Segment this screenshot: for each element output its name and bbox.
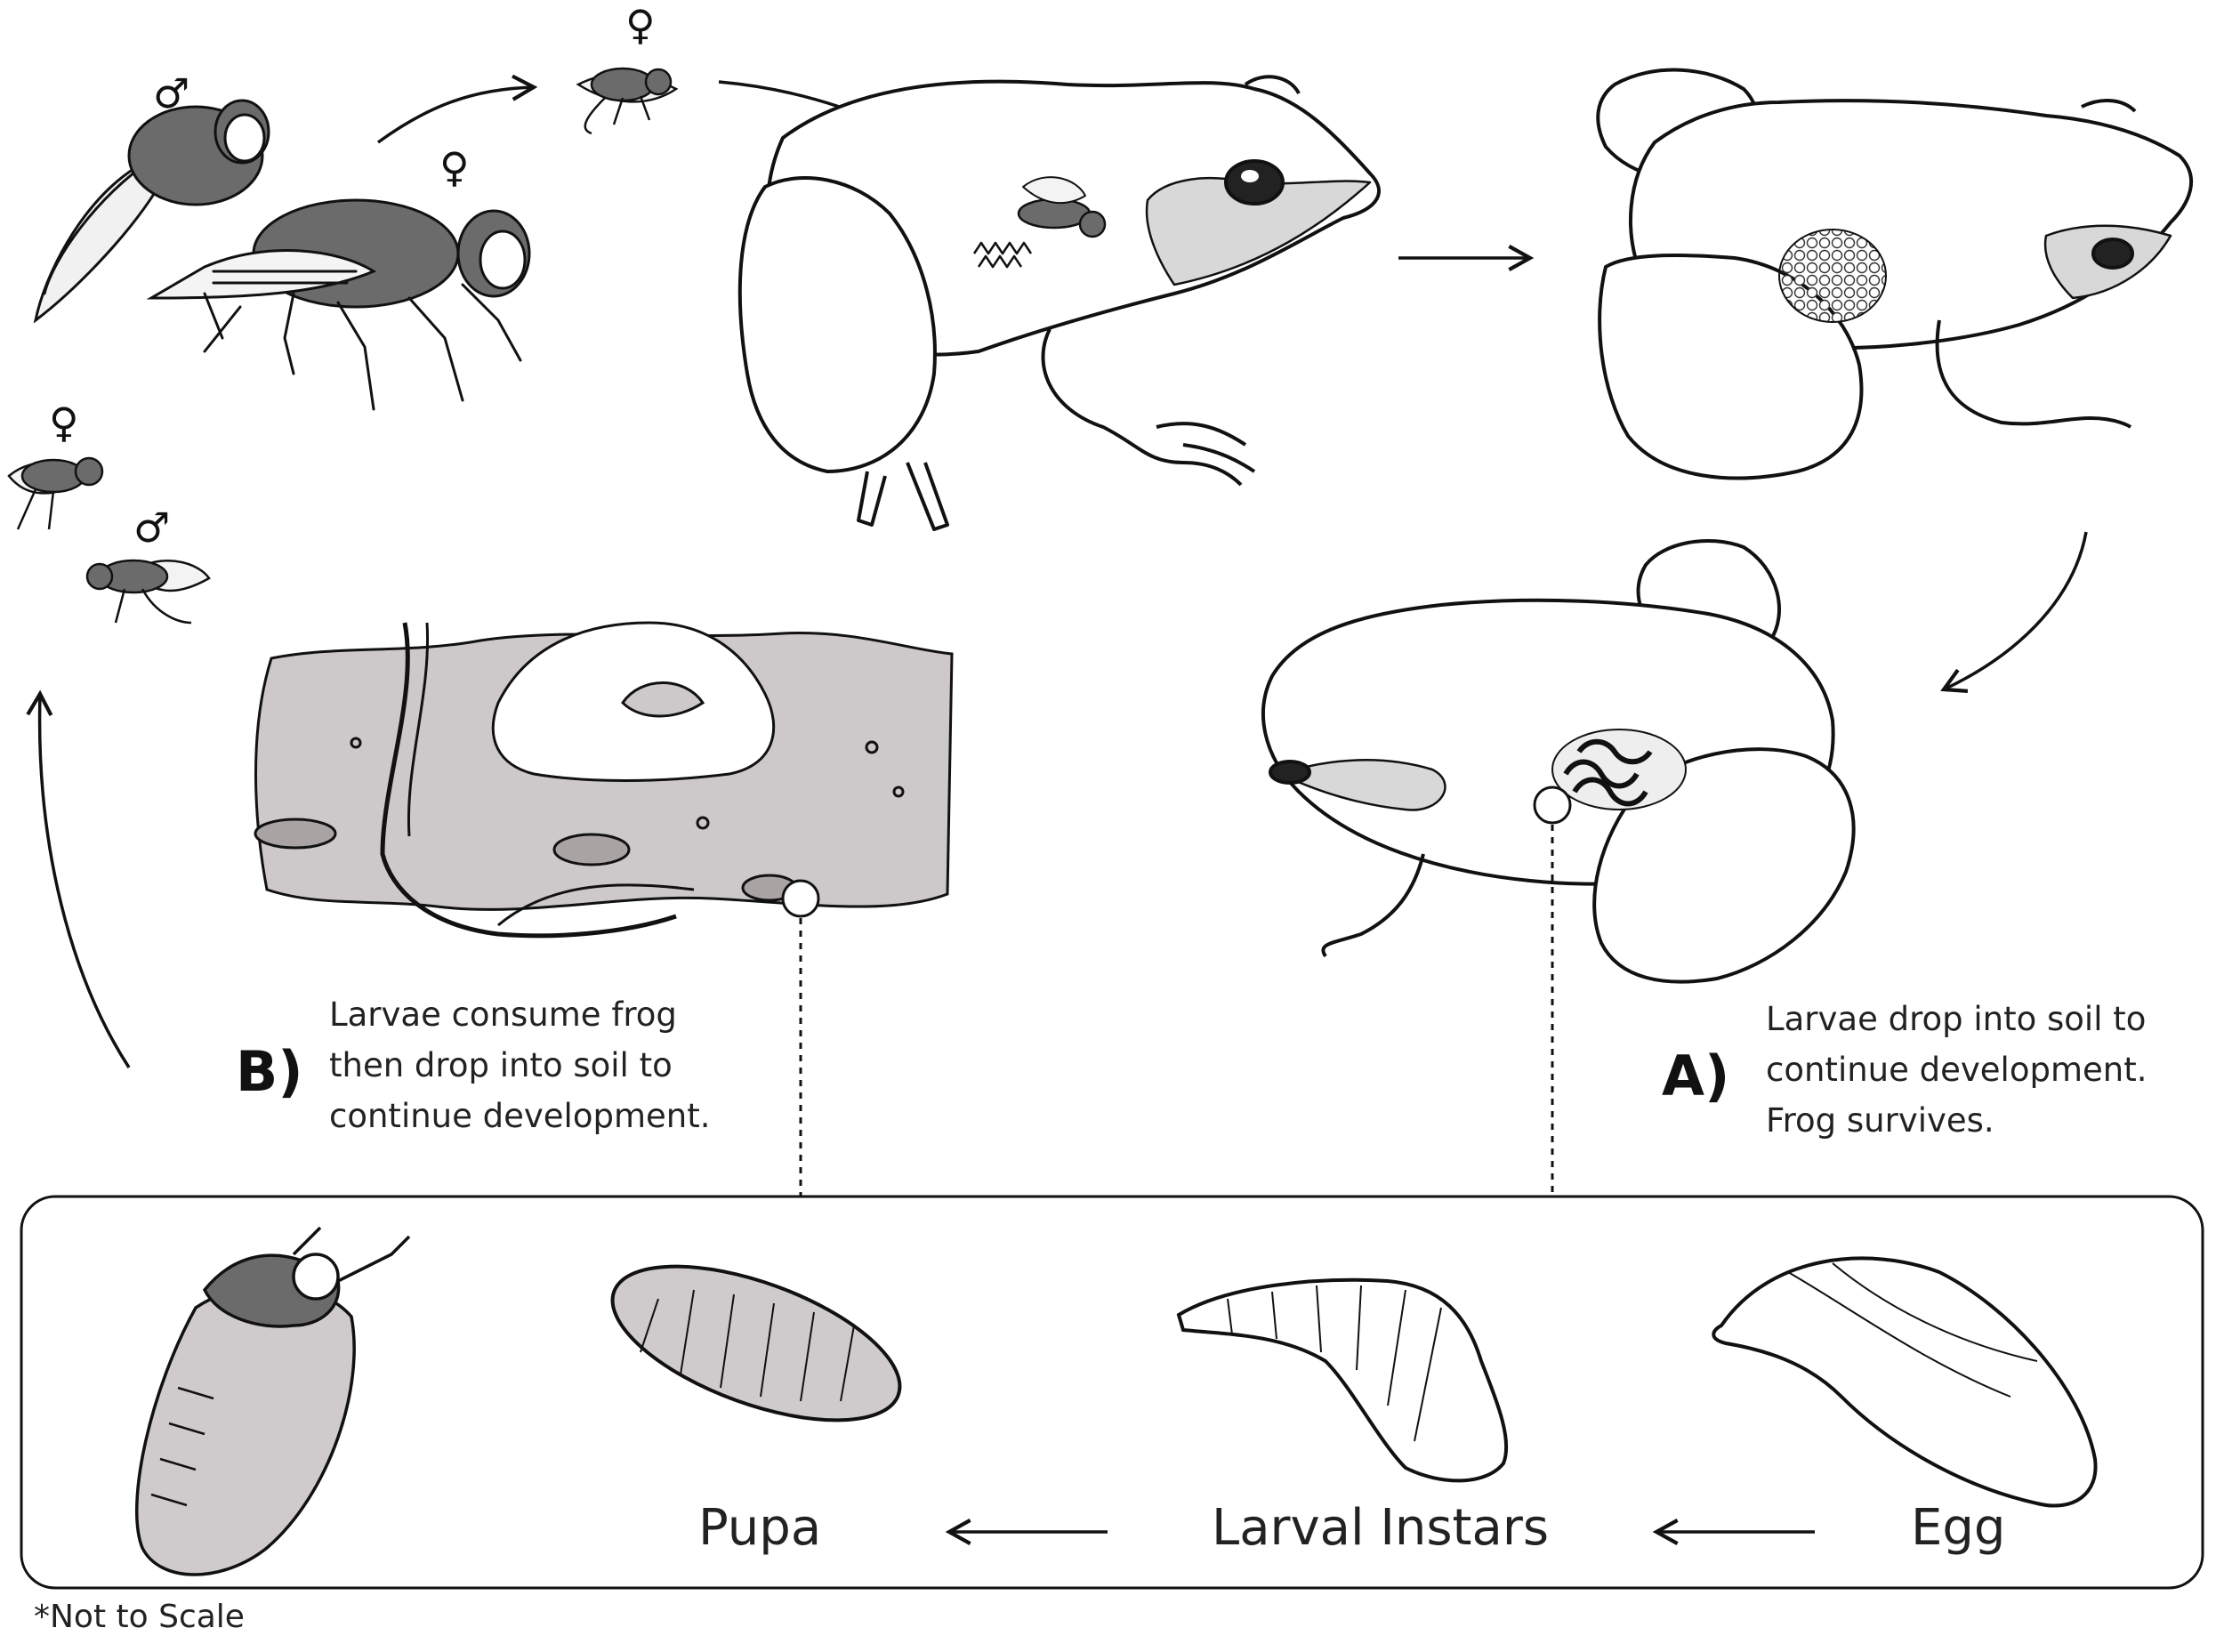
pointer-markers (781, 786, 1572, 1197)
footnote-not-to-scale: *Not to Scale (34, 1599, 245, 1635)
male-symbol-mating: ♂ (153, 69, 190, 117)
pupa-illustration (610, 1264, 902, 1422)
caption-a-letter: A) (1662, 1044, 1730, 1108)
larva-illustration (1176, 1277, 1509, 1483)
emerging-fly-illustration (134, 1226, 411, 1576)
egg-cluster (1778, 229, 1887, 323)
stage-label-larval-instars: Larval Instars (1212, 1499, 1550, 1557)
frog-with-eggs-illustration (1596, 68, 2194, 480)
mating-flies-illustration (33, 99, 531, 411)
development-stages-panel (20, 1195, 2204, 1590)
female-fly-small-left (7, 456, 104, 530)
caption-b-text: Larvae consume frog then drop into soil … (329, 995, 711, 1135)
buried-pupa-1 (254, 818, 337, 850)
frog-with-larvae-illustration (1261, 538, 1856, 984)
male-fly-small-left (85, 559, 211, 625)
soil-cross-section (254, 621, 954, 939)
stage-label-egg: Egg (1911, 1499, 2006, 1557)
male-symbol-left: ♂ (133, 504, 171, 552)
caption-b-letter: B) (236, 1039, 303, 1104)
female-symbol-top: ♀ (625, 1, 656, 49)
stage-label-pupa: Pupa (698, 1499, 822, 1557)
buried-pupa-2 (552, 833, 631, 866)
female-symbol-left: ♀ (49, 399, 79, 447)
arrow-mating-to-female (376, 74, 538, 144)
arrow-soil-to-flies (26, 689, 131, 1068)
egg-illustration (1712, 1256, 2098, 1508)
female-fly-small-top (576, 67, 679, 135)
arrow-eggs-to-larvae (1940, 531, 2088, 693)
female-symbol-mating: ♀ (439, 143, 470, 191)
caption-a-text: Larvae drop into soil to continue develo… (1766, 1000, 2147, 1140)
frog-with-fly-illustration (737, 75, 1381, 531)
